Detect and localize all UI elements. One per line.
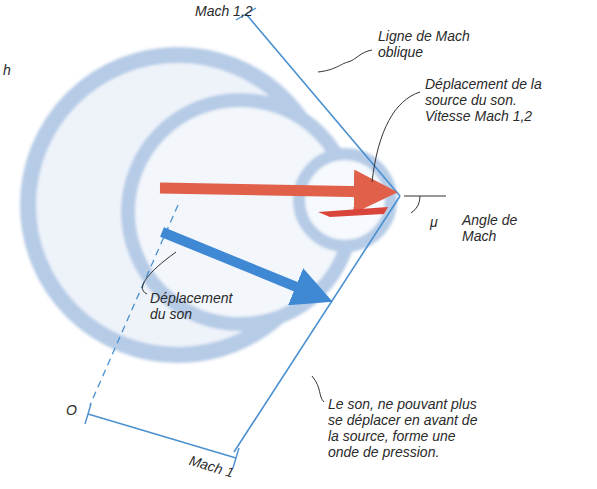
aircraft xyxy=(318,207,388,217)
leader-line xyxy=(142,252,176,294)
reference-line xyxy=(404,196,446,197)
line-label: Ligne de Mach oblique xyxy=(378,28,470,60)
mach-label: Mach 1 xyxy=(187,452,249,485)
angle-arc xyxy=(411,196,420,213)
leader-line xyxy=(372,92,420,182)
source-label: Déplacement de la source du son. Vitesse… xyxy=(425,76,547,124)
cut-label: h xyxy=(3,62,23,78)
leader-line xyxy=(312,376,324,402)
source-arrow xyxy=(160,188,378,192)
origin-label: O xyxy=(66,402,84,418)
angle-symbol: μ xyxy=(430,214,448,230)
angle-label: Angle de Mach xyxy=(462,212,532,244)
sound-label: Déplacement du son xyxy=(150,290,246,322)
sound-arrow xyxy=(162,232,316,295)
mach-line xyxy=(246,14,400,196)
pressure-wave-note: Le son, ne pouvant plus se déplacer en a… xyxy=(328,396,478,460)
dimension-line xyxy=(88,414,236,458)
tick xyxy=(85,404,91,424)
sound-waves xyxy=(28,55,391,355)
mach-label: Mach 1,2 xyxy=(195,3,275,19)
leader-line xyxy=(318,50,372,72)
